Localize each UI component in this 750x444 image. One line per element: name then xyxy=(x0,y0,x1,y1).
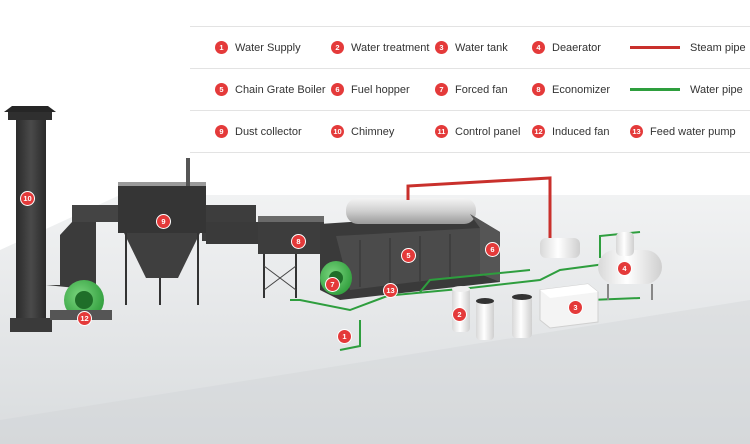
legend-badge: 2 xyxy=(331,41,344,54)
legend-row-2: 5 Chain Grate Boiler 6 Fuel hopper 7 For… xyxy=(190,68,750,110)
legend-item-economizer: 8 Economizer xyxy=(532,69,610,110)
chimney xyxy=(4,106,56,332)
legend-badge: 5 xyxy=(215,83,228,96)
marker-deaerator: 4 xyxy=(617,261,632,276)
legend-badge: 12 xyxy=(532,125,545,138)
legend-label: Feed water pump xyxy=(650,125,736,138)
marker-fuel-hopper: 6 xyxy=(485,242,500,257)
legend-badge: 9 xyxy=(215,125,228,138)
legend-item-water-tank: 3 Water tank xyxy=(435,27,508,68)
legend: 1 Water Supply 2 Water treatment 3 Water… xyxy=(190,26,750,153)
legend-label: Steam pipe xyxy=(690,41,746,54)
marker-dust-collector: 9 xyxy=(156,214,171,229)
legend-label: Water pipe xyxy=(690,83,743,96)
marker-water-treatment: 2 xyxy=(452,307,467,322)
legend-label: Fuel hopper xyxy=(351,83,410,96)
legend-label: Dust collector xyxy=(235,125,302,138)
legend-label: Chain Grate Boiler xyxy=(235,83,326,96)
legend-label: Water Supply xyxy=(235,41,301,54)
legend-item-forced-fan: 7 Forced fan xyxy=(435,69,508,110)
legend-label: Control panel xyxy=(455,125,521,138)
legend-item-chimney: 10 Chimney xyxy=(331,111,394,152)
legend-item-control-panel: 11 Control panel xyxy=(435,111,520,152)
legend-badge: 1 xyxy=(215,41,228,54)
economizer-duct xyxy=(206,222,262,244)
legend-item-chain-grate-boiler: 5 Chain Grate Boiler xyxy=(215,69,326,110)
legend-label: Forced fan xyxy=(455,83,508,96)
legend-badge: 13 xyxy=(630,125,643,138)
legend-badge: 7 xyxy=(435,83,448,96)
floor-edge xyxy=(0,300,750,444)
legend-badge: 8 xyxy=(532,83,545,96)
legend-item-induced-fan: 12 Induced fan xyxy=(532,111,610,152)
legend-item-feed-water-pump: 13 Feed water pump xyxy=(630,111,736,152)
steam-header xyxy=(540,238,580,258)
legend-label: Economizer xyxy=(552,83,611,96)
legend-badge: 4 xyxy=(532,41,545,54)
legend-badge: 11 xyxy=(435,125,448,138)
legend-item-water-pipe: Water pipe xyxy=(630,69,743,110)
legend-item-dust-collector: 9 Dust collector xyxy=(215,111,302,152)
legend-row-3: 9 Dust collector 10 Chimney 11 Control p… xyxy=(190,110,750,153)
legend-label: Chimney xyxy=(351,125,395,138)
legend-item-water-supply: 1 Water Supply xyxy=(215,27,301,68)
marker-chimney: 10 xyxy=(20,191,35,206)
marker-water-tank: 3 xyxy=(568,300,583,315)
legend-badge: 10 xyxy=(331,125,344,138)
legend-label: Induced fan xyxy=(552,125,610,138)
legend-item-deaerator: 4 Deaerator xyxy=(532,27,601,68)
legend-label: Water treatment xyxy=(351,41,430,54)
marker-induced-fan: 12 xyxy=(77,311,92,326)
marker-chain-grate-boiler: 5 xyxy=(401,248,416,263)
steam-pipe-swatch xyxy=(630,46,680,49)
legend-badge: 6 xyxy=(331,83,344,96)
marker-feed-water-pump: 13 xyxy=(383,283,398,298)
legend-item-steam-pipe: Steam pipe xyxy=(630,27,746,68)
legend-item-fuel-hopper: 6 Fuel hopper xyxy=(331,69,410,110)
marker-water-supply: 1 xyxy=(337,329,352,344)
legend-item-water-treatment: 2 Water treatment xyxy=(331,27,429,68)
water-pipe-swatch xyxy=(630,88,680,91)
legend-label: Water tank xyxy=(455,41,508,54)
legend-row-1: 1 Water Supply 2 Water treatment 3 Water… xyxy=(190,26,750,68)
marker-forced-fan: 7 xyxy=(325,277,340,292)
legend-badge: 3 xyxy=(435,41,448,54)
legend-label: Deaerator xyxy=(552,41,601,54)
marker-economizer: 8 xyxy=(291,234,306,249)
